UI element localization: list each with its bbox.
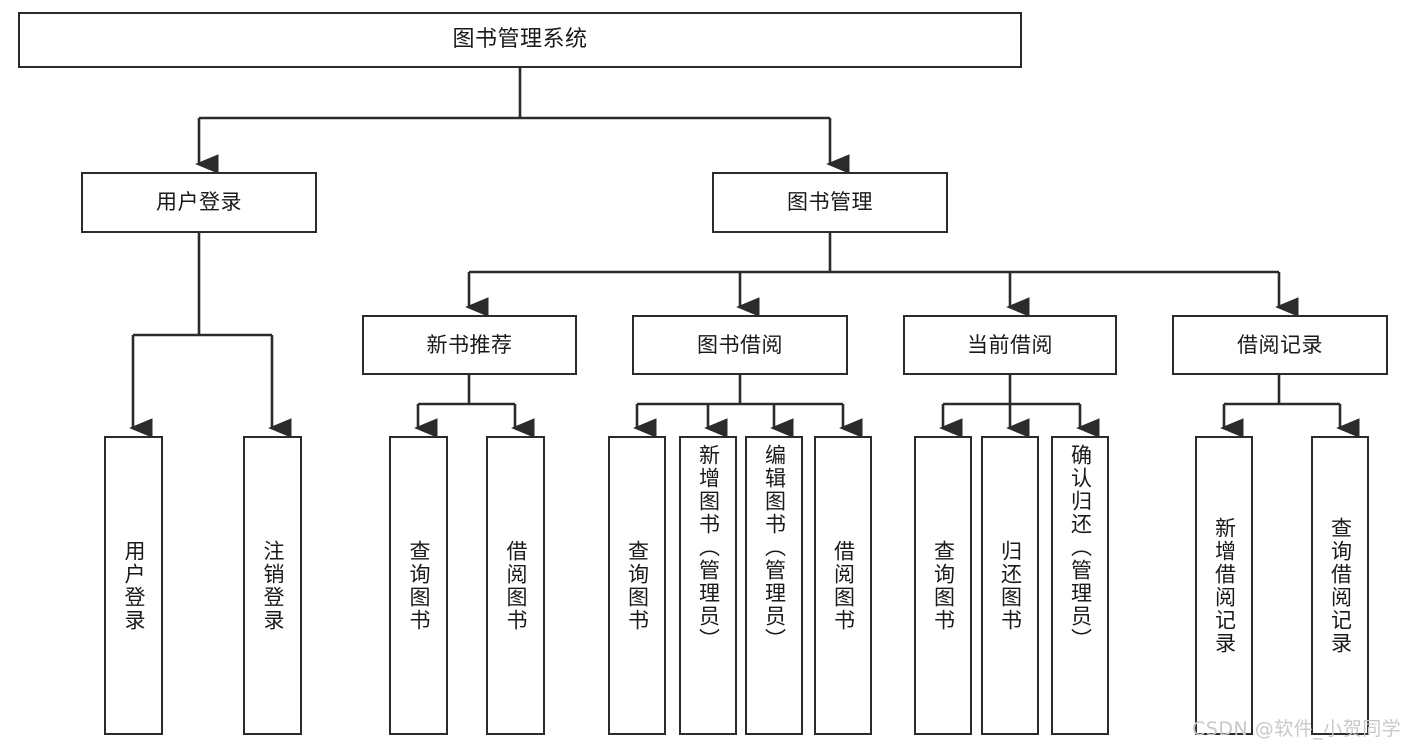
node-book-borrow[interactable]: 图书借阅 [632,315,848,375]
leaf-nb-borrow-book-label: 借阅图书 [504,539,528,632]
leaf-nb-borrow-book[interactable]: 借阅图书 [486,436,545,735]
leaf-bb-query-book-label: 查询图书 [625,539,650,632]
leaf-logout[interactable]: 注销登录 [243,436,302,735]
leaf-logout-label: 注销登录 [261,539,285,632]
node-root-system-label: 图书管理系统 [452,27,588,53]
leaf-bb-edit-book-admin-label: 编辑图书（管理员） [762,444,787,651]
leaf-bb-borrow-book[interactable]: 借阅图书 [814,436,872,735]
node-new-book-recommend[interactable]: 新书推荐 [362,315,577,375]
leaf-cb-confirm-return-admin[interactable]: 确认归还（管理员） [1051,436,1109,735]
node-borrow-record-label: 借阅记录 [1237,332,1323,357]
node-book-management-label: 图书管理 [787,190,873,215]
leaf-bb-add-book-admin-label: 新增图书（管理员） [696,444,721,651]
leaf-bb-query-book[interactable]: 查询图书 [608,436,666,735]
node-new-book-recommend-label: 新书推荐 [426,332,513,357]
leaf-bb-borrow-book-label: 借阅图书 [831,539,856,632]
leaf-br-add-record-label: 新增借阅记录 [1212,516,1237,655]
leaf-cb-query-book-label: 查询图书 [931,539,956,632]
node-book-borrow-label: 图书借阅 [697,332,783,357]
node-book-management[interactable]: 图书管理 [712,172,948,233]
leaf-nb-query-book[interactable]: 查询图书 [389,436,448,735]
leaf-cb-confirm-return-admin-label: 确认归还（管理员） [1068,444,1093,651]
leaf-user-login[interactable]: 用户登录 [104,436,163,735]
leaf-user-login-label: 用户登录 [122,539,146,632]
node-user-login-label: 用户登录 [156,190,242,215]
node-borrow-record[interactable]: 借阅记录 [1172,315,1388,375]
node-current-borrow[interactable]: 当前借阅 [903,315,1117,375]
node-root-system[interactable]: 图书管理系统 [18,12,1022,68]
leaf-cb-query-book[interactable]: 查询图书 [914,436,972,735]
node-current-borrow-label: 当前借阅 [967,332,1053,357]
leaf-nb-query-book-label: 查询图书 [407,539,431,632]
leaf-br-query-record-label: 查询借阅记录 [1328,516,1353,655]
leaf-br-add-record[interactable]: 新增借阅记录 [1195,436,1253,735]
leaf-cb-return-book-label: 归还图书 [998,539,1023,632]
leaf-bb-add-book-admin[interactable]: 新增图书（管理员） [679,436,737,735]
node-user-login[interactable]: 用户登录 [81,172,317,233]
leaf-cb-return-book[interactable]: 归还图书 [981,436,1039,735]
leaf-br-query-record[interactable]: 查询借阅记录 [1311,436,1369,735]
leaf-bb-edit-book-admin[interactable]: 编辑图书（管理员） [745,436,803,735]
